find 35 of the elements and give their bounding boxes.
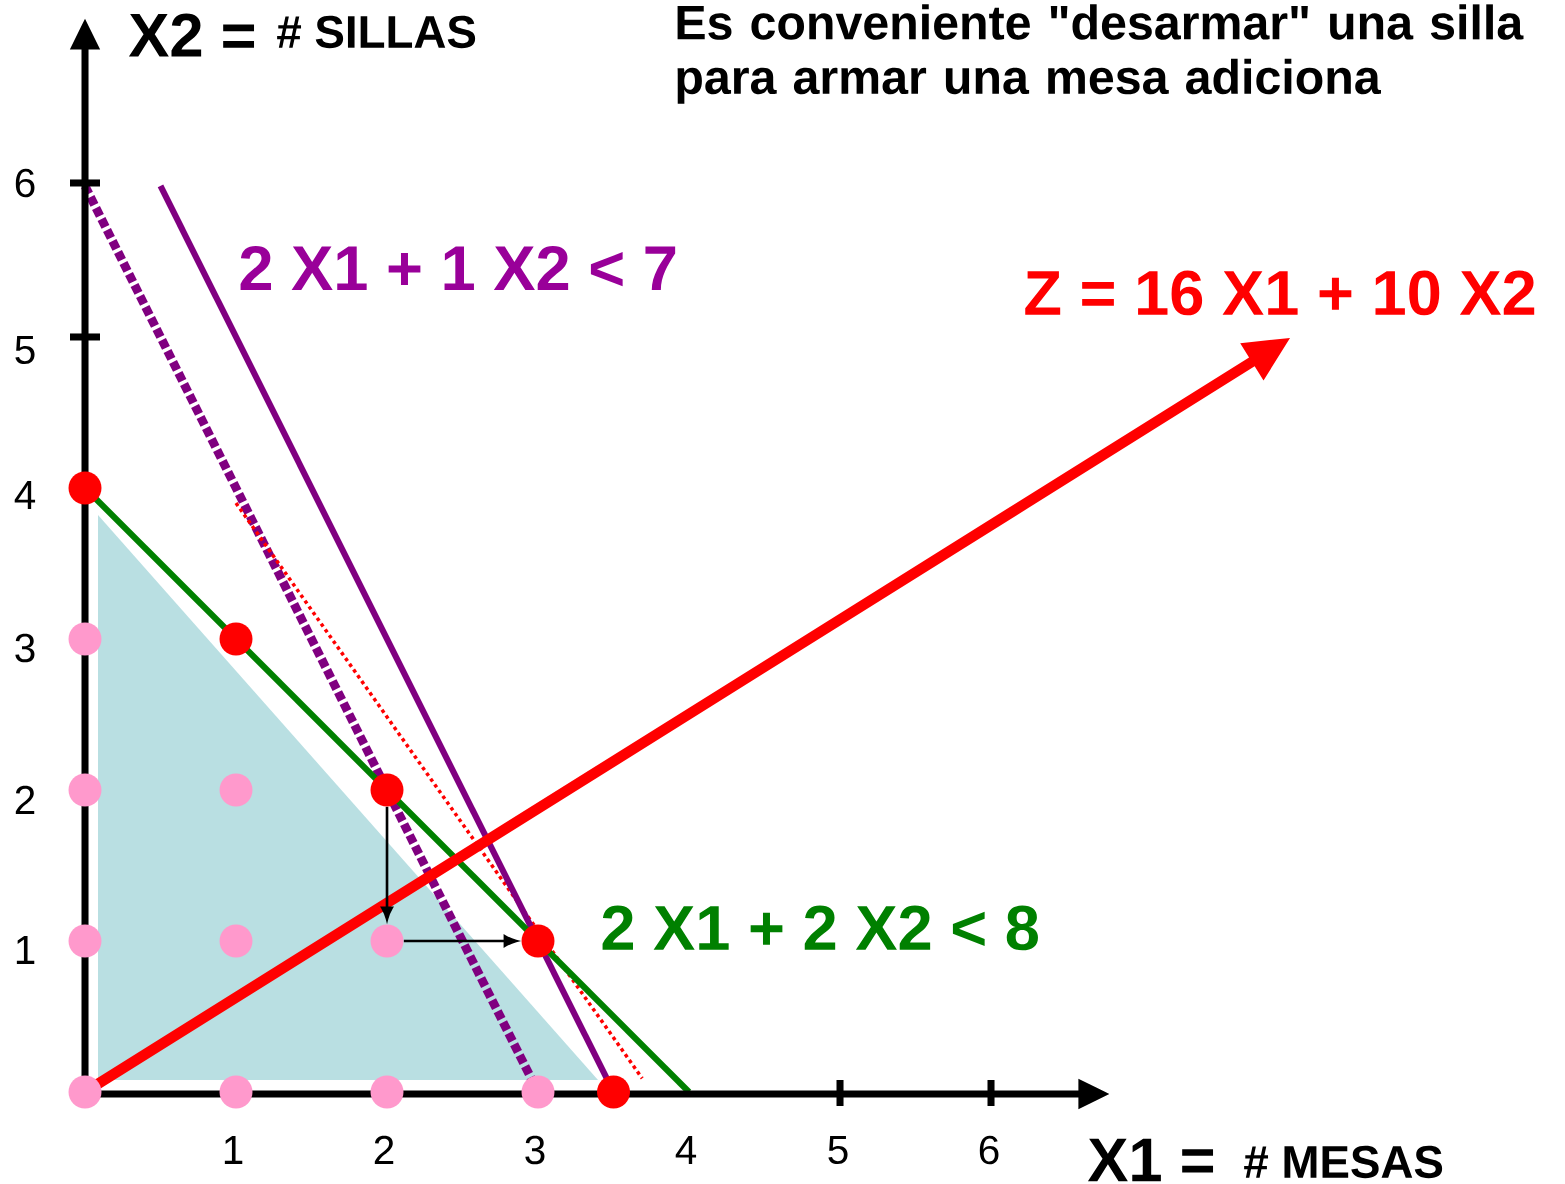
axis-label: # SILLAS xyxy=(277,15,476,49)
dot xyxy=(597,1075,630,1109)
dot xyxy=(219,773,253,807)
dot xyxy=(521,1075,555,1109)
axis-label: # MESAS xyxy=(1244,1145,1443,1179)
axis-label: X2 = xyxy=(128,13,254,57)
arrow xyxy=(381,806,393,921)
tick-label: 3 xyxy=(15,633,35,663)
dot xyxy=(68,622,102,656)
dot xyxy=(68,471,102,505)
tick-label: 2 xyxy=(15,785,35,815)
dot xyxy=(370,924,404,958)
axis-label: X1 = xyxy=(1087,1138,1214,1182)
constraint-label: 2 X1 + 1 X2 < 7 xyxy=(240,245,676,291)
tick-label: 6 xyxy=(15,168,35,198)
tick-label: 4 xyxy=(14,481,36,509)
tick-label: 3 xyxy=(525,1135,545,1165)
dot xyxy=(219,622,253,656)
dot xyxy=(219,1075,253,1109)
tick-label: 5 xyxy=(15,335,35,365)
arrow xyxy=(403,935,518,947)
dot xyxy=(521,924,555,958)
tick-label: 4 xyxy=(675,1136,697,1164)
tick-label: 6 xyxy=(979,1135,999,1165)
dot xyxy=(68,1075,102,1109)
objective-label: Z = 16 X1 + 10 X2 xyxy=(1025,270,1535,316)
tick-label: 5 xyxy=(828,1135,848,1165)
question-text: Es conveniente "desarmar" una silla para armar una mesa adiciona xyxy=(677,4,1524,104)
dot xyxy=(68,924,102,958)
constraint-label: 2 X1 + 2 X2 < 8 xyxy=(602,905,1038,951)
dot xyxy=(68,773,102,807)
dot xyxy=(219,924,253,958)
tick-label: 1 xyxy=(16,936,35,964)
dot xyxy=(370,1075,404,1109)
dot xyxy=(370,773,404,807)
